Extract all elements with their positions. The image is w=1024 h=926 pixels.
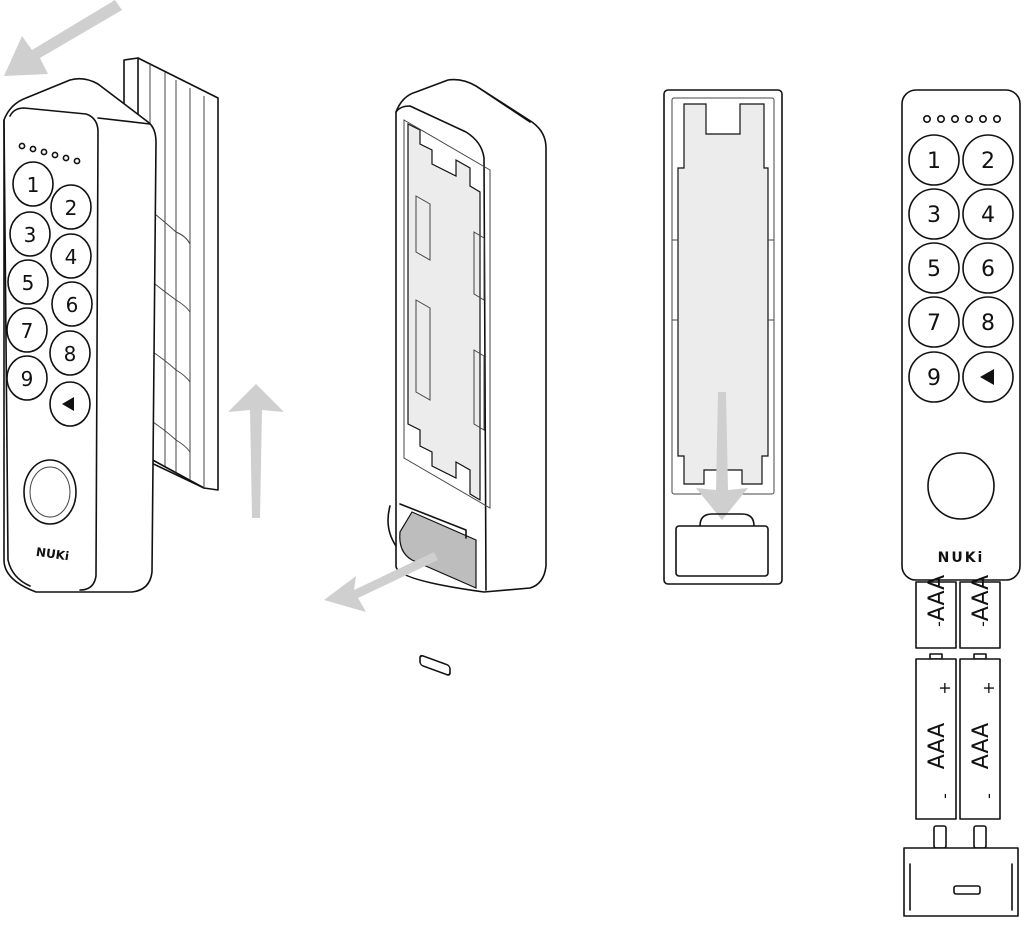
key-label: 3 [24,223,37,247]
arrow-up-icon [228,384,284,518]
battery-type-label: AAA [925,575,950,621]
battery-connector [675,513,769,577]
step-2-peel-adhesive [324,78,547,676]
battery-minus-label: - [979,793,998,799]
keypad-device-front [901,89,1021,581]
key-label: 6 [981,257,995,282]
key-label: 7 [21,319,34,343]
battery-plus-label: + [979,681,998,694]
arrow-down-icon [696,392,748,520]
step-1-remove-backplate: 1 2 3 4 5 6 7 8 9 NUKi [3,0,284,593]
battery-lower-right: + AAA - [959,653,1001,820]
battery-lower-left: + AAA - [915,653,957,820]
battery-plus-label: + [935,681,954,694]
keypad-device-angled: 1 2 3 4 5 6 7 8 9 NUKi [3,77,157,593]
key-label: 4 [981,203,995,228]
led-indicators [922,115,1001,124]
arrow-down-left-icon [324,552,438,612]
battery-type-label: AAA [969,723,994,769]
keypad-keys-angled: 1 2 3 4 5 6 7 8 9 [6,161,93,427]
arrow-up-left-icon [4,0,122,76]
brand-logo: NUKi [35,545,70,563]
peeling-sticker [399,511,477,589]
key-label: 9 [21,367,34,391]
key-label: 2 [981,149,995,174]
battery-type-label: AAA [969,575,994,621]
battery-upper-left: AAA - [915,575,957,649]
battery-minus-label: - [973,621,992,627]
adhesive-panel [407,123,481,502]
led-indicators [18,142,81,165]
key-label: 1 [27,173,40,197]
key-label: 8 [981,311,995,336]
key-label: 8 [64,342,77,366]
brand-logo: NUKi [938,550,985,566]
key-label: 7 [927,311,941,336]
left-triangle-icon [62,397,74,411]
step-3-back-housing [663,89,783,585]
step-4-insert-batteries: 1 2 3 4 5 6 7 8 9 NUKi AAA - AAA - + [901,89,1021,917]
battery-cap [903,825,1019,917]
battery-minus-label: - [935,793,954,799]
key-label: 3 [927,203,941,228]
battery-upper-right: AAA - [959,575,1001,649]
fingerprint-sensor [23,459,77,525]
key-label: 5 [22,271,35,295]
battery-type-label: AAA [925,723,950,769]
key-label: 4 [65,245,78,269]
battery-minus-label: - [929,621,948,627]
keypad-keys-front: 1 2 3 4 5 6 7 8 9 [908,134,1014,403]
battery-compartment [677,103,769,485]
key-label: 1 [927,149,941,174]
key-label: 2 [65,196,78,220]
key-label: 9 [927,366,941,391]
fingerprint-sensor [927,452,995,520]
left-triangle-icon [980,369,994,385]
key-label: 5 [927,257,941,282]
key-label: 6 [66,293,79,317]
